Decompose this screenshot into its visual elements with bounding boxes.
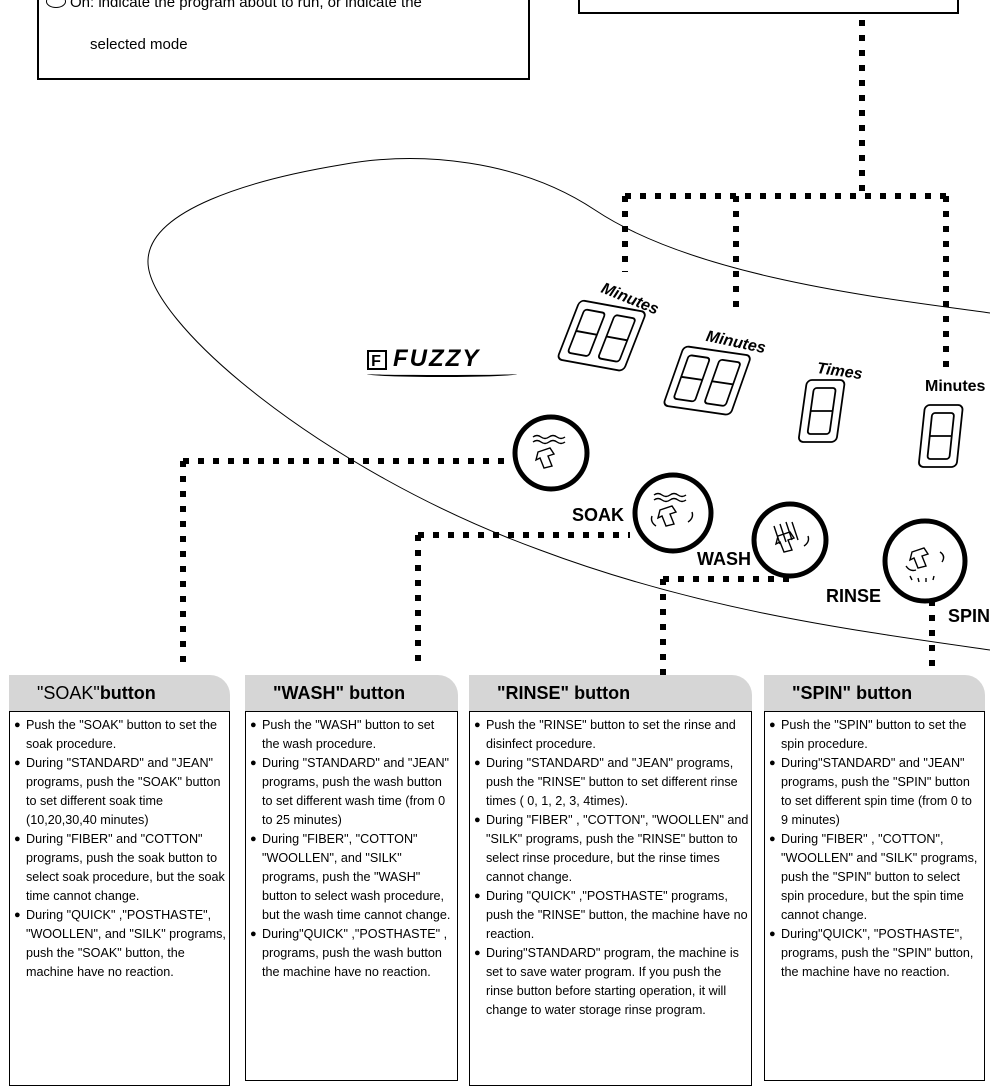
soak-button-label[interactable]: SOAK [572, 505, 625, 525]
spin-panel-item: Push the "SPIN" button to set the spin p… [769, 716, 982, 754]
wash-panel-item: Push the "WASH" button to set the wash p… [250, 716, 455, 754]
top-right-callout-box [578, 0, 959, 14]
spin-panel-title-word: button [856, 683, 913, 703]
rinse-button-label[interactable]: RINSE [826, 586, 882, 606]
wash-icon [650, 492, 694, 527]
rinse-times-display [798, 379, 846, 443]
rinse-panel-item: During "QUICK" ,"POSTHASTE" programs, pu… [474, 887, 749, 944]
spin-panel-header: "SPIN" button [764, 675, 985, 711]
rinse-panel-body: Push the "RINSE" button to set the rinse… [469, 711, 752, 1086]
wash-panel-title-quoted: "WASH" [273, 683, 345, 703]
brand-logo: F FUZZY [367, 345, 517, 377]
soak-panel-body: Push the "SOAK" button to set the soak p… [9, 711, 230, 1086]
soak-button-circle [512, 414, 590, 492]
soak-panel-title-word: button [99, 683, 156, 703]
soak-panel-item: During "QUICK" ,"POSTHASTE", "WOOLLEN", … [14, 906, 227, 982]
rinse-panel-item: Push the "RINSE" button to set the rinse… [474, 716, 749, 754]
rinse-panel-item: During "STANDARD" and "JEAN" programs, p… [474, 754, 749, 811]
spin-panel-item: During"STANDARD" and "JEAN" programs, pu… [769, 754, 982, 830]
soak-icon [532, 434, 566, 469]
wash-panel-item: During "STANDARD" and "JEAN" programs, p… [250, 754, 455, 830]
soak-panel-item: During "STANDARD" and "JEAN" programs, p… [14, 754, 227, 830]
legend-note-line-1: On: indicate the program about to run, o… [70, 0, 422, 11]
spin-icon [905, 547, 945, 583]
brand-swoosh [367, 371, 517, 377]
rinse-icon [773, 521, 810, 553]
rinse-panel-item: During"STANDARD" program, the machine is… [474, 944, 749, 1020]
legend-note-box [37, 0, 530, 80]
spin-time-display [918, 404, 964, 468]
rinse-panel-title-word: button [574, 683, 631, 703]
brand-name: FUZZY [393, 345, 481, 372]
soak-panel-item: Push the "SOAK" button to set the soak p… [14, 716, 227, 754]
soak-panel-item: During "FIBER" and "COTTON" programs, pu… [14, 830, 227, 906]
spin-panel-item: During "FIBER" , "COTTON", "WOOLLEN" and… [769, 830, 982, 925]
wash-panel-header: "WASH" button [245, 675, 458, 711]
legend-note-line-2: selected mode [90, 36, 188, 53]
soak-panel-header: "SOAK"button [9, 675, 230, 711]
rinse-panel-title-quoted: "RINSE" [497, 683, 570, 703]
spin-panel-item: During"QUICK", "POSTHASTE", programs, pu… [769, 925, 982, 982]
wash-time-display [663, 345, 751, 416]
brand-mark-icon: F [367, 349, 387, 370]
rinse-panel-item: During "FIBER" , "COTTON", "WOOLLEN" and… [474, 811, 749, 887]
spin-button-circle [882, 518, 968, 604]
wash-button-label[interactable]: WASH [697, 549, 751, 569]
wash-panel-title-word: button [349, 683, 406, 703]
panel-outline [147, 158, 990, 651]
soak-time-display [557, 299, 646, 372]
spin-panel-body: Push the "SPIN" button to set the spin p… [764, 711, 985, 1081]
spin-panel-title-quoted: "SPIN" [792, 683, 852, 703]
rinse-panel-header: "RINSE" button [469, 675, 752, 711]
spin-button-label[interactable]: SPIN [948, 606, 990, 626]
spin-display-unit: Minutes [925, 378, 986, 395]
wash-panel-item: During "FIBER", "COTTON" "WOOLLEN", and … [250, 830, 455, 925]
soak-panel-title-quoted: "SOAK" [37, 683, 100, 703]
wash-panel-body: Push the "WASH" button to set the wash p… [245, 711, 458, 1081]
wash-panel-item: During"QUICK" ,"POSTHASTE" , programs, p… [250, 925, 455, 982]
